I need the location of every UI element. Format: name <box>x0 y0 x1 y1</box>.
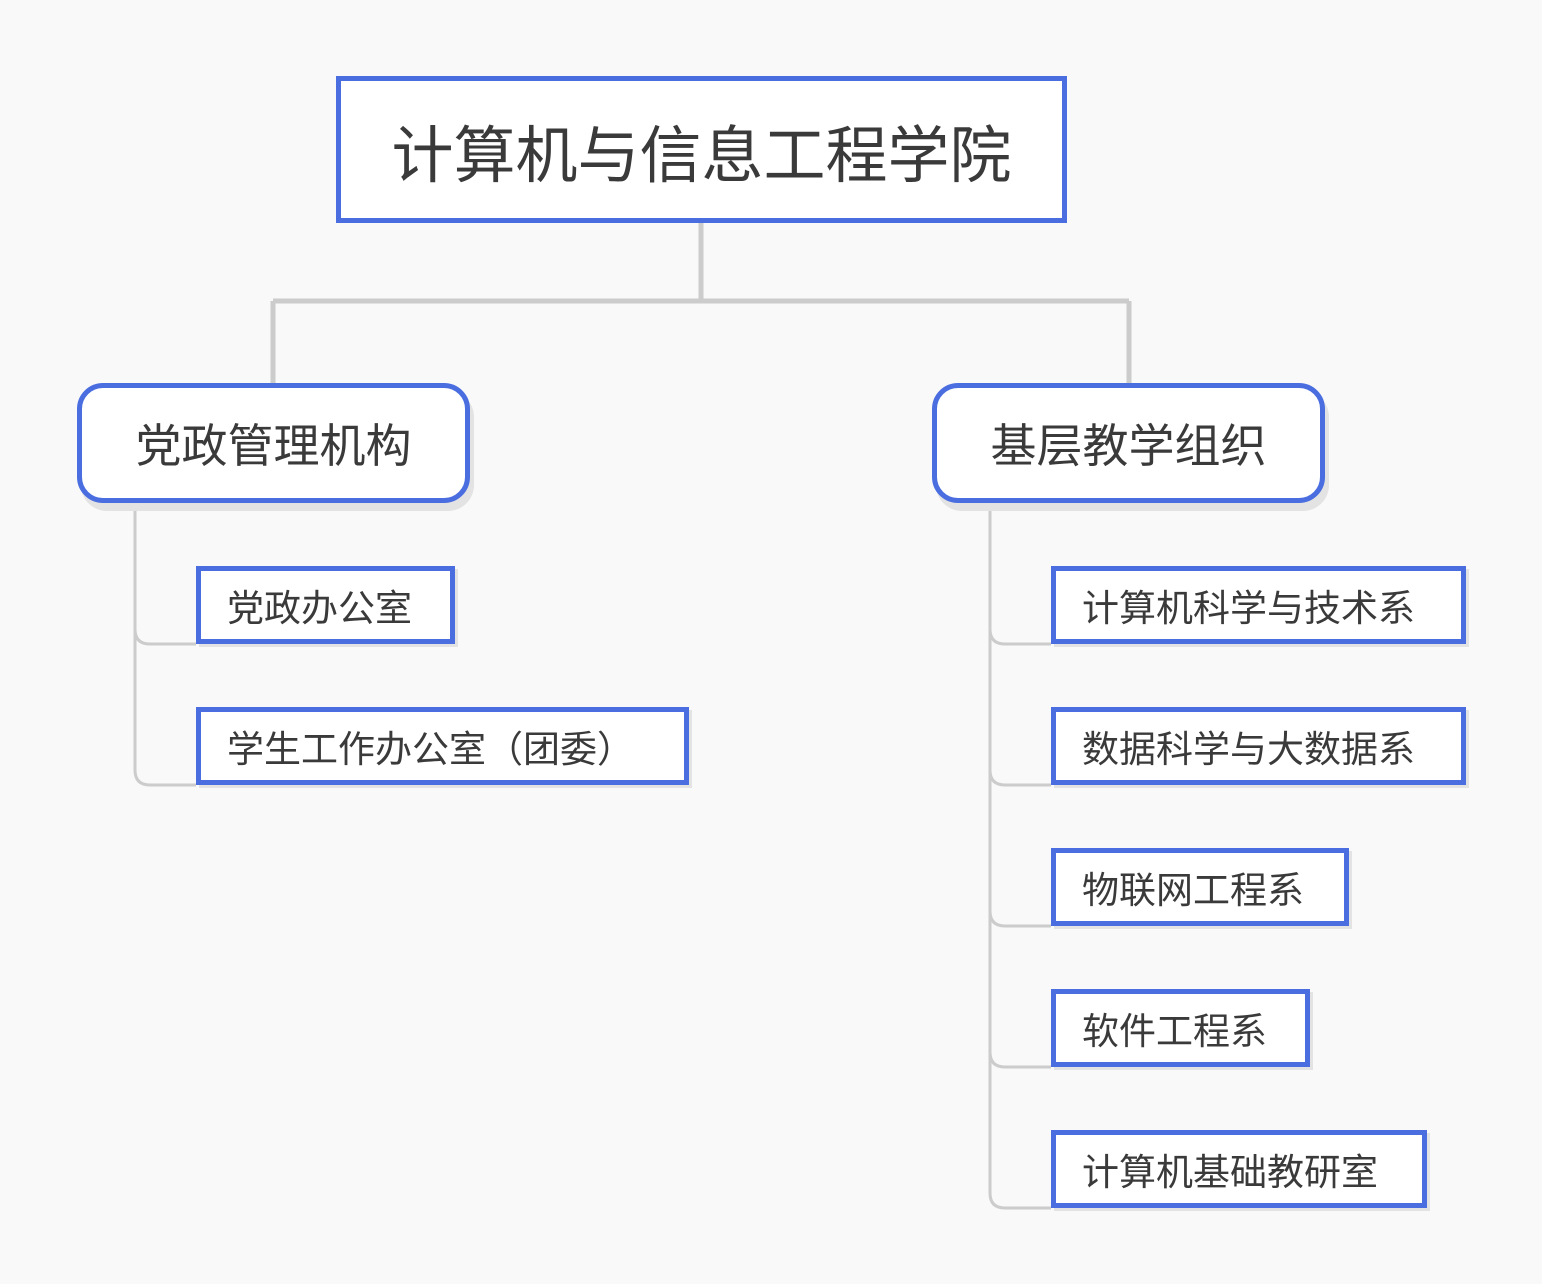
leaf-node[interactable]: 计算机科学与技术系 <box>1051 566 1466 644</box>
leaf-node[interactable]: 学生工作办公室（团委） <box>196 707 689 785</box>
leaf-node-label: 软件工程系 <box>1082 1010 1267 1053</box>
leaf-node[interactable]: 物联网工程系 <box>1051 848 1349 926</box>
branch-node-label: 基层教学组织 <box>990 419 1267 473</box>
leaf-node-label: 计算机基础教研室 <box>1082 1151 1378 1194</box>
leaf-node[interactable]: 数据科学与大数据系 <box>1051 707 1466 785</box>
connector-right-to-leaf-5 <box>988 503 1051 1210</box>
branch-node-teaching[interactable]: 基层教学组织 <box>932 383 1325 503</box>
leaf-node-label: 数据科学与大数据系 <box>1082 728 1415 771</box>
connector-left-to-leaf-1 <box>133 503 196 646</box>
branch-node-label: 党政管理机构 <box>135 419 412 473</box>
leaf-node-label: 党政办公室 <box>227 587 412 630</box>
leaf-node-label: 物联网工程系 <box>1082 869 1304 912</box>
connector-right-to-leaf-3 <box>988 503 1051 928</box>
branch-node-admin[interactable]: 党政管理机构 <box>77 383 470 503</box>
leaf-node[interactable]: 党政办公室 <box>196 566 455 644</box>
root-node-label: 计算机与信息工程学院 <box>391 118 1012 192</box>
leaf-node[interactable]: 计算机基础教研室 <box>1051 1130 1427 1208</box>
connector-left-to-leaf-2 <box>133 503 196 787</box>
leaf-node-label: 学生工作办公室（团委） <box>227 728 634 771</box>
leaf-node[interactable]: 软件工程系 <box>1051 989 1310 1067</box>
leaf-node-label: 计算机科学与技术系 <box>1082 587 1415 630</box>
root-node[interactable]: 计算机与信息工程学院 <box>336 76 1067 223</box>
connector-right-to-leaf-1 <box>988 503 1051 646</box>
